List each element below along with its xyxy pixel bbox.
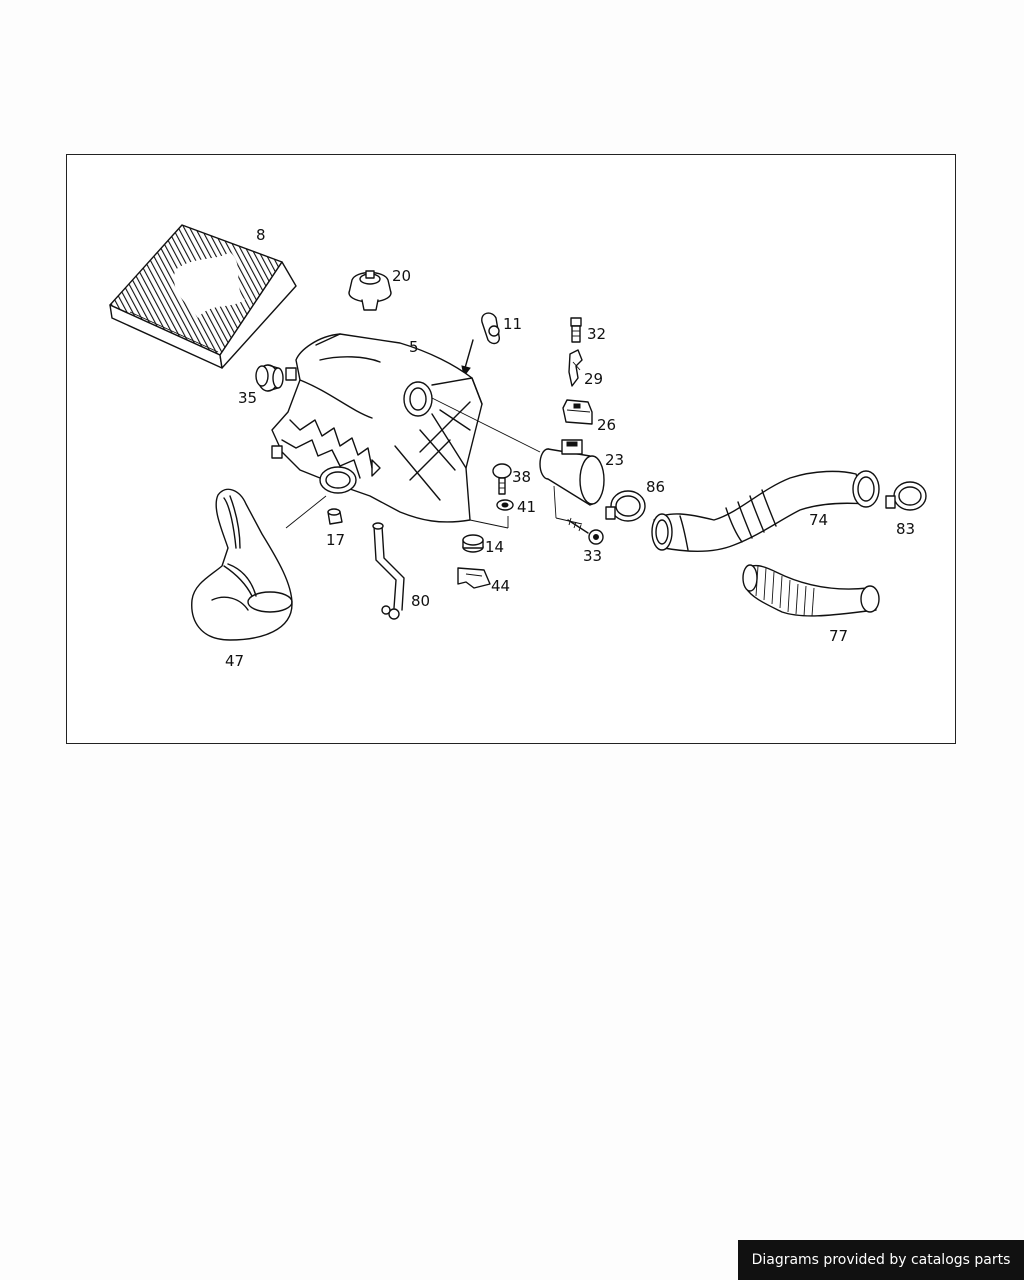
callout-labels: 8 20 11 32 5 29 35 26 23 38 86 41 74 83 …	[225, 226, 915, 670]
air-mass-sensor	[539, 439, 605, 525]
callout-74: 74	[809, 511, 828, 529]
bracket	[457, 567, 491, 589]
callout-11: 11	[503, 315, 522, 333]
rubber-mount	[462, 516, 509, 553]
air-intake-hose	[651, 470, 880, 553]
callout-32: 32	[587, 325, 606, 343]
diagram-credit-banner: Diagrams provided by catalogs parts	[738, 1240, 1024, 1280]
intake-duct	[191, 488, 327, 641]
callout-83: 83	[896, 520, 915, 538]
callout-29: 29	[584, 370, 603, 388]
mounting-screw	[567, 517, 604, 545]
vent-hose	[372, 522, 405, 620]
thumb-screw	[492, 463, 512, 495]
retaining-clip	[461, 312, 500, 378]
callout-41: 41	[517, 498, 536, 516]
air-filter-element	[109, 224, 297, 369]
hose-clamp-83	[885, 481, 927, 511]
terminal-contact	[568, 349, 583, 387]
hose-clamp-86	[605, 490, 646, 522]
callout-23: 23	[605, 451, 624, 469]
callout-26: 26	[597, 416, 616, 434]
nut-insert	[327, 508, 343, 525]
callout-20: 20	[392, 267, 411, 285]
corrugated-hose	[742, 564, 880, 617]
callout-86: 86	[646, 478, 665, 496]
rubber-grommet	[255, 364, 284, 392]
washer	[496, 499, 514, 511]
callout-47: 47	[225, 652, 244, 670]
callout-77: 77	[829, 627, 848, 645]
callout-8: 8	[256, 226, 266, 244]
callout-80: 80	[411, 592, 430, 610]
plug-housing	[562, 399, 593, 425]
callout-33: 33	[583, 547, 602, 565]
callout-44: 44	[491, 577, 510, 595]
callout-35: 35	[238, 389, 257, 407]
intake-valve-cap	[348, 270, 392, 311]
callout-17: 17	[326, 531, 345, 549]
callout-5: 5	[409, 338, 419, 356]
sensor-pin	[570, 317, 582, 343]
callout-14: 14	[485, 538, 504, 556]
air-filter-housing	[271, 333, 541, 523]
callout-38: 38	[512, 468, 531, 486]
